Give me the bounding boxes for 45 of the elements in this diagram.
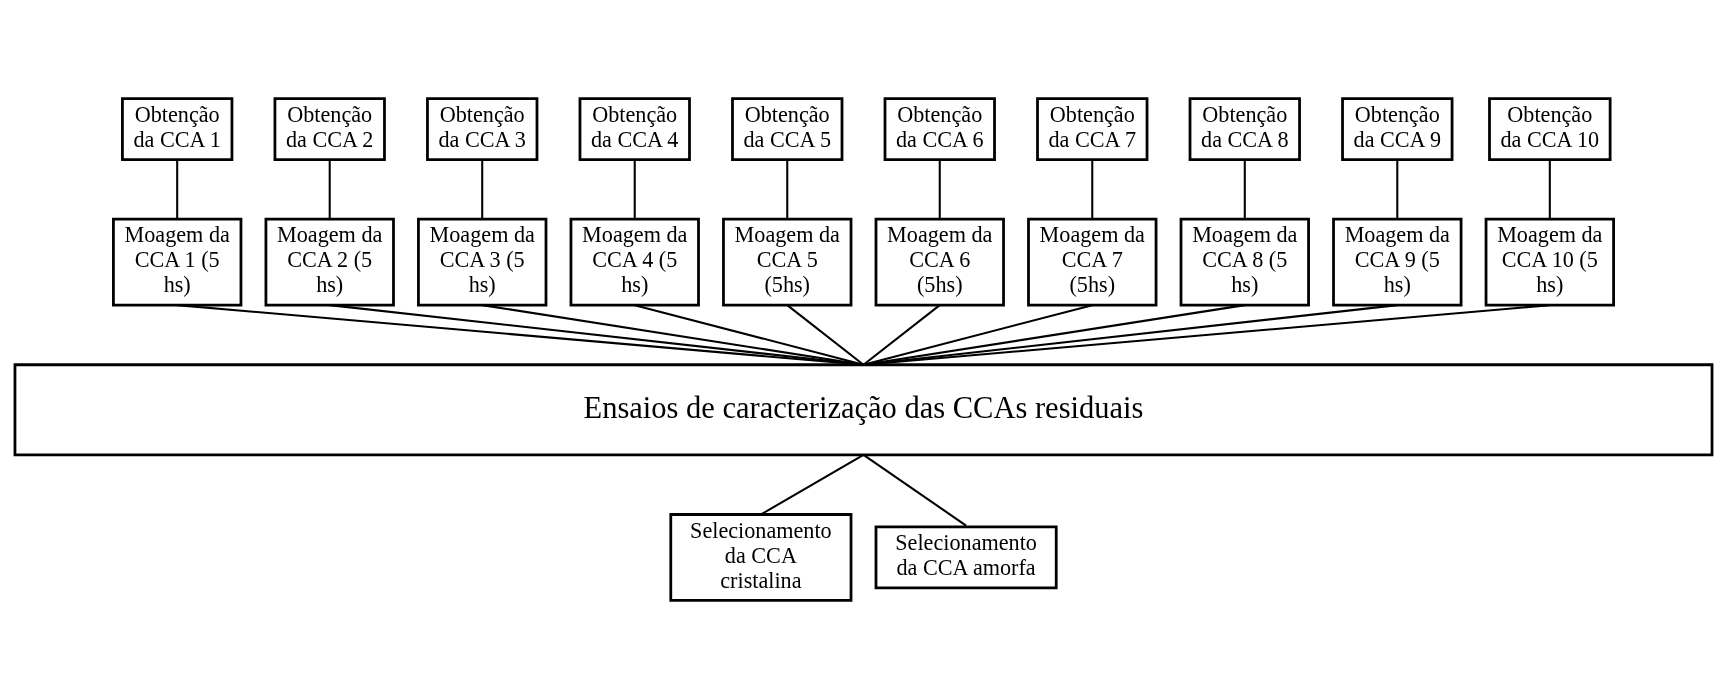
node-box: Moagem da CCA 4 (5 hs) bbox=[569, 217, 700, 307]
connector bbox=[862, 304, 1550, 366]
node-box: Obtenção da CCA 4 bbox=[578, 97, 691, 161]
connector bbox=[938, 159, 941, 220]
node-box: Moagem da CCA 5 (5hs) bbox=[721, 217, 852, 307]
node-box: Obtenção da CCA 3 bbox=[425, 97, 538, 161]
connector bbox=[328, 159, 331, 220]
connector bbox=[1090, 159, 1093, 220]
connector bbox=[633, 304, 864, 366]
node-box: Moagem da CCA 3 (5 hs) bbox=[416, 217, 547, 307]
connector bbox=[786, 304, 864, 366]
node-box: Obtenção da CCA 8 bbox=[1188, 97, 1301, 161]
connector bbox=[862, 304, 1093, 366]
connector bbox=[481, 304, 864, 366]
node-box: Obtenção da CCA 10 bbox=[1487, 97, 1611, 161]
connector bbox=[785, 159, 788, 220]
node-box: Obtenção da CCA 9 bbox=[1340, 97, 1453, 161]
node-box: Selecionamento da CCA cristalina bbox=[668, 513, 852, 602]
node-box: Moagem da CCA 1 (5 hs) bbox=[111, 217, 242, 307]
connector bbox=[1548, 159, 1551, 220]
node-box: Obtenção da CCA 1 bbox=[120, 97, 233, 161]
node-box: Selecionamento da CCA amorfa bbox=[874, 525, 1058, 590]
connector bbox=[480, 159, 483, 220]
node-box: Moagem da CCA 6 (5hs) bbox=[874, 217, 1005, 307]
node-box: Obtenção da CCA 7 bbox=[1035, 97, 1148, 161]
node-box: Ensaios de caracterização das CCAs residuais bbox=[13, 363, 1713, 457]
connector bbox=[862, 454, 967, 527]
connector bbox=[329, 304, 864, 366]
connector bbox=[1243, 159, 1246, 220]
connector bbox=[862, 304, 940, 366]
node-box: Obtenção da CCA 6 bbox=[883, 97, 996, 161]
connector bbox=[759, 453, 864, 516]
node-box: Obtenção da CCA 5 bbox=[730, 97, 843, 161]
connector bbox=[633, 159, 636, 220]
node-box: Moagem da CCA 8 (5 hs) bbox=[1179, 217, 1310, 307]
connector bbox=[862, 304, 1397, 366]
connector bbox=[176, 304, 864, 366]
connector bbox=[1395, 159, 1398, 220]
node-box: Moagem da CCA 7 (5hs) bbox=[1026, 217, 1157, 307]
node-box: Moagem da CCA 9 (5 hs) bbox=[1331, 217, 1462, 307]
node-box: Moagem da CCA 2 (5 hs) bbox=[264, 217, 395, 307]
connector bbox=[862, 304, 1245, 366]
node-box: Moagem da CCA 10 (5 hs) bbox=[1484, 217, 1615, 307]
node-box: Obtenção da CCA 2 bbox=[273, 97, 386, 161]
connector bbox=[175, 159, 178, 220]
